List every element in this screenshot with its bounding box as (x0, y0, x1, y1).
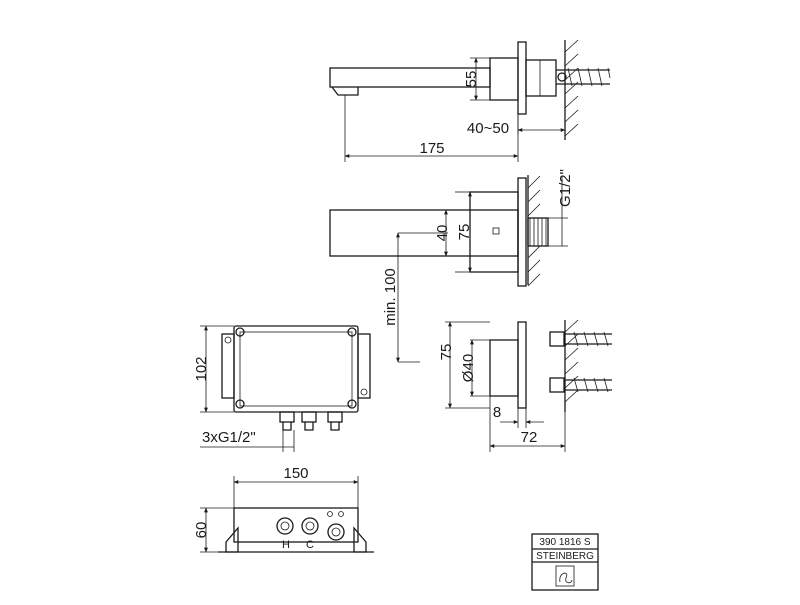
plate-side-view: 75 Ø40 8 72 (438, 319, 612, 452)
side-view-spout: 55 40~50 175 (329, 39, 611, 162)
brand-logo-icon (555, 565, 575, 587)
article-number: 390 1816 S (539, 537, 590, 548)
front-view-spout: G1/2" 40 75 min. 100 (329, 169, 574, 363)
dim-box-height: 102 (193, 356, 210, 381)
dim-connections: 3xG1/2" (202, 429, 256, 446)
dim-outlet-height: 40 (434, 225, 451, 242)
dim-spout-length: 175 (419, 140, 444, 157)
dim-box-width: 150 (283, 465, 308, 482)
dim-total-depth: 72 (521, 429, 538, 446)
dim-plate-height: 75 (438, 344, 455, 361)
dim-min-distance: min. 100 (382, 268, 399, 326)
box-connectors (279, 411, 343, 431)
dim-wall-depth: 40~50 (467, 120, 509, 137)
label-cold: C (306, 539, 314, 551)
title-stamp: 390 1816 S STEINBERG (531, 533, 599, 591)
mounting-box-bottom: H C 150 60 (193, 465, 374, 553)
dim-offset: 8 (493, 404, 501, 421)
dim-box-depth: 60 (193, 522, 210, 539)
brand-name: STEINBERG (536, 551, 594, 562)
dim-plate-diameter: Ø40 (460, 354, 477, 382)
wall-hatch-top (564, 39, 579, 140)
label-hot: H (282, 539, 290, 551)
dim-thread: G1/2" (557, 169, 574, 207)
mounting-box-front: 102 3xG1/2" (193, 325, 371, 452)
dim-front-height: 75 (456, 224, 473, 241)
dim-spout-height: 55 (463, 71, 480, 88)
